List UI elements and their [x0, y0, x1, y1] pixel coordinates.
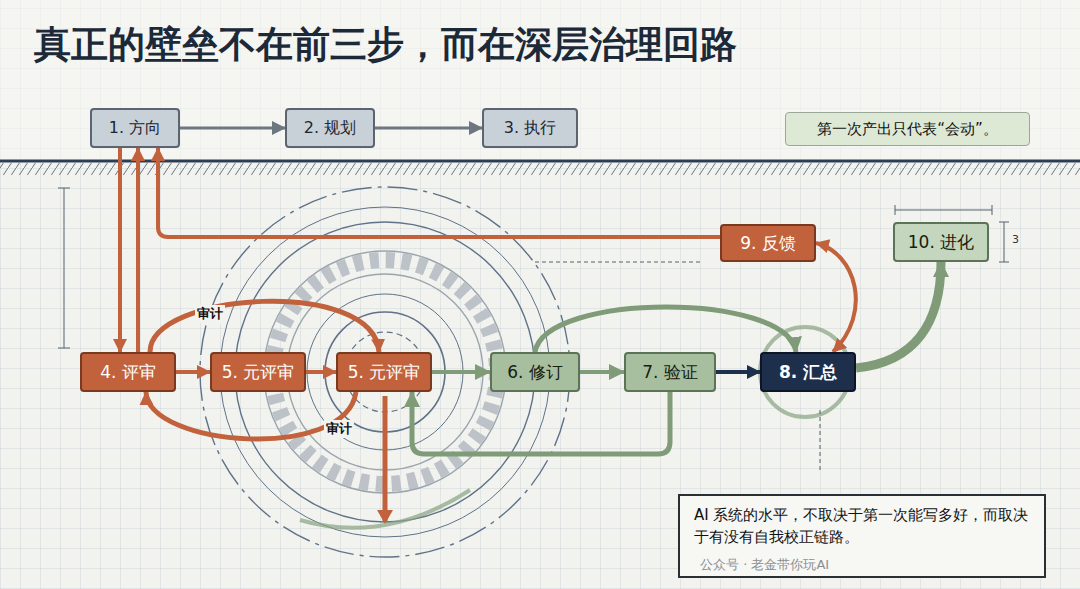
edge-label: 审计: [324, 420, 354, 438]
connector: [176, 370, 210, 374]
node-text: 8. 汇总: [779, 361, 837, 384]
text-wrap: 7. 验证: [642, 361, 698, 384]
process-box: 2. 规划: [285, 108, 375, 148]
node-text: 1. 方向: [109, 118, 161, 139]
text-wrap: 6. 修订: [507, 361, 563, 384]
summary-box: 8. 汇总: [760, 352, 856, 392]
connector: [856, 262, 941, 368]
ground-hatch: [0, 163, 1080, 175]
concentric-rings: [200, 187, 570, 557]
dimension-lines: [58, 188, 1009, 470]
text-wrap: 第一次产出只代表“会动”。: [817, 120, 998, 139]
node-text: 5. 元评审: [222, 361, 295, 384]
down-arrow: [383, 396, 388, 522]
dimension-label: 3: [1012, 233, 1019, 246]
connector: [158, 148, 720, 237]
text-wrap: 3. 执行: [504, 118, 556, 139]
connector: [306, 370, 336, 374]
text-wrap: 2. 规划: [304, 118, 356, 139]
node-text: 6. 修订: [507, 361, 563, 384]
note-box: 第一次产出只代表“会动”。: [785, 112, 1030, 146]
text-wrap: 1. 方向: [109, 118, 161, 139]
process-box: 3. 执行: [482, 108, 578, 148]
text-wrap: 10. 进化: [908, 231, 974, 254]
connector: [180, 127, 285, 130]
text-wrap: 8. 汇总: [779, 361, 837, 384]
review-box: 5. 元评审: [210, 352, 306, 392]
connector: [118, 148, 122, 352]
text-wrap: AI 系统的水平，不取决于第一次能写多好，而取决于有没有自我校正链路。: [694, 505, 1030, 549]
review-box: 5. 元评审: [336, 352, 432, 392]
text-wrap: 5. 元评审: [222, 361, 295, 384]
node-text: AI 系统的水平，不取决于第一次能写多好，而取决于有没有自我校正链路。: [694, 505, 1030, 549]
connector: [816, 243, 856, 352]
sky-band: [0, 0, 1080, 160]
connector: [375, 127, 482, 130]
text-wrap: 4. 评审: [100, 361, 156, 384]
feedback-box: 9. 反馈: [720, 224, 816, 262]
connector: [146, 392, 356, 439]
node-text: 2. 规划: [304, 118, 356, 139]
node-text: 3. 执行: [504, 118, 556, 139]
node-text: 9. 反馈: [740, 232, 796, 255]
process-box: 1. 方向: [90, 108, 180, 148]
connector: [432, 370, 490, 374]
node-text: 第一次产出只代表“会动”。: [817, 120, 998, 139]
edge-label: 审计: [195, 305, 225, 323]
connector: [535, 307, 796, 352]
node-text: 10. 进化: [908, 231, 974, 254]
connector: [580, 370, 624, 374]
review-box: 4. 评审: [80, 352, 176, 392]
process-box: 6. 修订: [490, 352, 580, 392]
watermark: 公众号 · 老金带你玩AI: [700, 556, 829, 574]
text-wrap: 9. 反馈: [740, 232, 796, 255]
green-sweep: [300, 490, 470, 528]
connector: [412, 392, 670, 454]
text-wrap: 5. 元评审: [348, 361, 421, 384]
process-box: 7. 验证: [624, 352, 716, 392]
node-text: 7. 验证: [642, 361, 698, 384]
title: 真正的壁垒不在前三步，而在深层治理回路: [34, 20, 737, 70]
connector: [716, 370, 760, 374]
node-text: 4. 评审: [100, 361, 156, 384]
node-text: 5. 元评审: [348, 361, 421, 384]
ground-line: [0, 160, 1080, 163]
evolve-box: 10. 进化: [893, 222, 989, 262]
connector: [150, 301, 379, 352]
connector: [136, 148, 140, 352]
